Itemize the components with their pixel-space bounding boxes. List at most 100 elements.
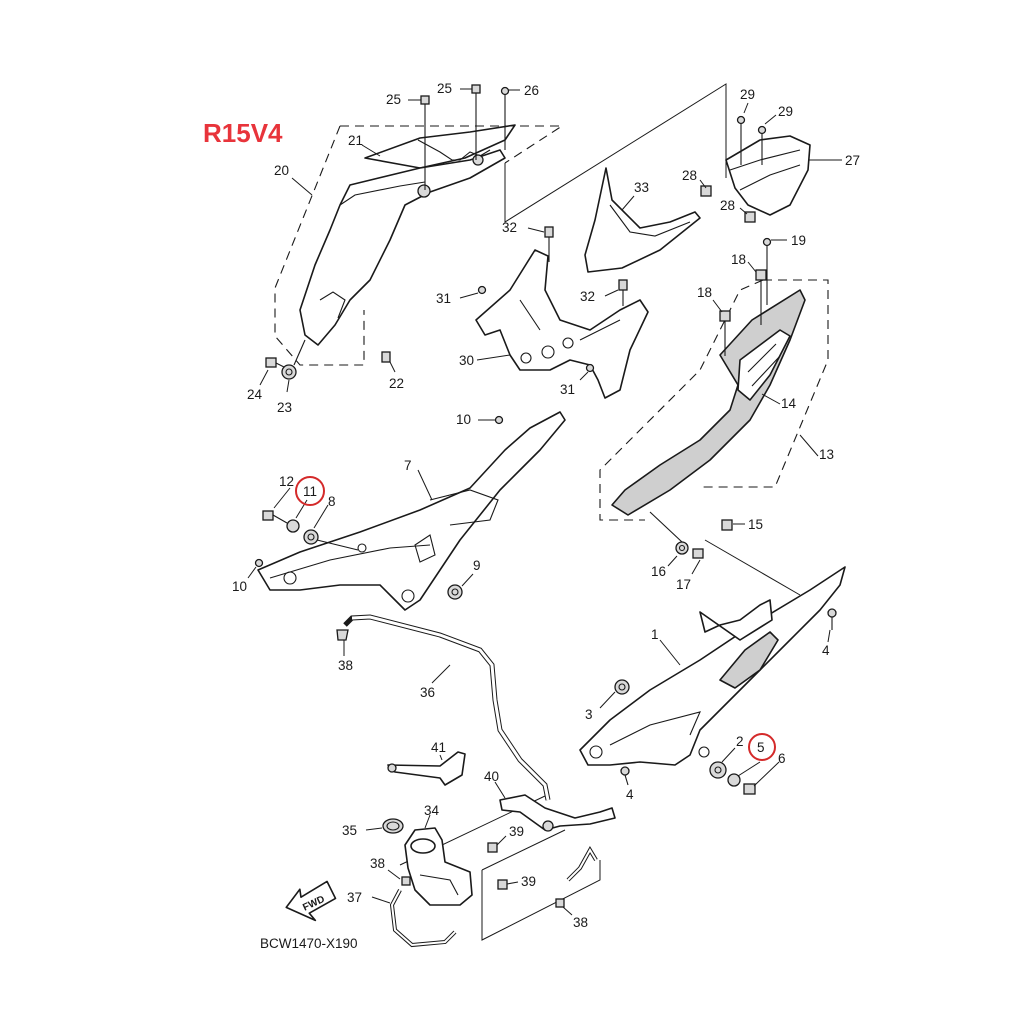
- callout-4: 4: [626, 787, 634, 802]
- callout-38: 38: [573, 915, 588, 930]
- callout-7: 7: [404, 458, 412, 473]
- screw-19: [762, 237, 787, 305]
- screw-32-upper: [527, 226, 554, 262]
- callout-24: 24: [247, 387, 263, 402]
- bolt-18-right: [755, 269, 767, 325]
- callout-1: 1: [651, 627, 659, 642]
- callout-40: 40: [484, 769, 499, 784]
- part-34-reservoir-tank: [404, 814, 473, 906]
- bolt-25-right: [460, 84, 481, 160]
- callout-38: 38: [370, 856, 385, 871]
- bolt-25-left: [408, 95, 430, 190]
- callout-31: 31: [560, 382, 575, 397]
- part-38-overflow-hose: [566, 846, 598, 882]
- screw-39-lower: [497, 879, 519, 890]
- clip-nut-22: [381, 351, 396, 373]
- grommet-9: [447, 573, 474, 600]
- callout-13: 13: [819, 447, 834, 462]
- screw-32-lower: [604, 279, 628, 306]
- callout-15: 15: [748, 517, 763, 532]
- callout-27: 27: [845, 153, 860, 168]
- hose-clamp-35: [365, 818, 404, 834]
- clip-nut-28-upper: [699, 179, 712, 197]
- part-41-bracket: [387, 751, 466, 786]
- callout-36: 36: [420, 685, 435, 700]
- callout-8: 8: [328, 494, 336, 509]
- callout-30: 30: [459, 353, 474, 368]
- screw-29-left: [736, 102, 749, 165]
- fwd-arrow-icon: FWD: [285, 880, 337, 922]
- screw-29-right: [757, 114, 777, 165]
- bolt-24-and-grommet-23: [259, 339, 306, 393]
- callout-4: 4: [822, 643, 830, 658]
- part-40-bracket: [494, 781, 616, 832]
- callout-29: 29: [740, 87, 755, 102]
- callout-23: 23: [277, 400, 292, 415]
- callout-18: 18: [697, 285, 712, 300]
- grommet-2-collar-5-bolt-6: [709, 747, 780, 795]
- callout-31: 31: [436, 291, 451, 306]
- callout-10: 10: [232, 579, 247, 594]
- callout-16: 16: [651, 564, 666, 579]
- part-33-tail-inner-cover: [584, 167, 701, 273]
- callout-10: 10: [456, 412, 471, 427]
- callout-28: 28: [720, 198, 735, 213]
- callout-39: 39: [521, 874, 536, 889]
- diagram-code: BCW1470-X190: [260, 936, 358, 951]
- grommet-3: [599, 679, 630, 709]
- callout-35: 35: [342, 823, 357, 838]
- callout-41: 41: [431, 740, 446, 755]
- bolt-12-collar-11-grommet-8: [262, 487, 359, 551]
- bolt-18-left: [719, 310, 731, 356]
- callout-6: 6: [778, 751, 786, 766]
- clip-nut-15: [721, 519, 745, 531]
- hose-clip-38-left: [387, 869, 411, 886]
- callout-12: 12: [279, 474, 294, 489]
- callout-33: 33: [634, 180, 649, 195]
- model-label: R15V4: [203, 118, 283, 148]
- callout-19: 19: [791, 233, 806, 248]
- callout-29: 29: [778, 104, 793, 119]
- callout-20: 20: [274, 163, 289, 178]
- part-27-rear-cowl: [725, 135, 842, 216]
- highlight-circle-5: [748, 733, 776, 761]
- callout-39: 39: [509, 824, 524, 839]
- callout-18: 18: [731, 252, 746, 267]
- callout-11: 11: [303, 484, 317, 499]
- screw-39-upper: [487, 835, 507, 853]
- callout-22: 22: [389, 376, 404, 391]
- callout-32: 32: [580, 289, 595, 304]
- callout-2: 2: [736, 734, 744, 749]
- callout-25: 25: [386, 92, 401, 107]
- clip-nut-28-lower: [739, 207, 756, 223]
- callout-37: 37: [347, 890, 362, 905]
- screw-26: [500, 86, 520, 150]
- clip-31-lower: [579, 363, 595, 381]
- dashed-group-outline-13: [599, 279, 829, 521]
- screw-4-upper: [827, 608, 837, 643]
- highlight-circle-11: [295, 476, 325, 506]
- part-1-lower-side-cover: [579, 566, 846, 766]
- grommet-16-and-bolt-17: [649, 511, 704, 575]
- hose-clip-38-upper: [336, 629, 349, 656]
- callout-9: 9: [473, 558, 481, 573]
- callout-25: 25: [437, 81, 452, 96]
- callout-32: 32: [502, 220, 517, 235]
- screw-4-lower: [620, 766, 630, 786]
- part-20-frame-cover: [299, 149, 506, 346]
- part-36-hose: [343, 614, 551, 801]
- part-7-left-side-cover: [257, 411, 566, 611]
- callout-14: 14: [781, 396, 797, 411]
- clip-10-lower: [247, 558, 264, 579]
- callout-21: 21: [348, 133, 363, 148]
- dashed-group-outline-20: [274, 125, 564, 366]
- callout-28: 28: [682, 168, 697, 183]
- callout-26: 26: [524, 83, 539, 98]
- callout-38: 38: [338, 658, 353, 673]
- callout-34: 34: [424, 803, 440, 818]
- hose-clip-38-right: [555, 898, 573, 916]
- part-30-center-bracket: [475, 249, 649, 399]
- callout-17: 17: [676, 577, 691, 592]
